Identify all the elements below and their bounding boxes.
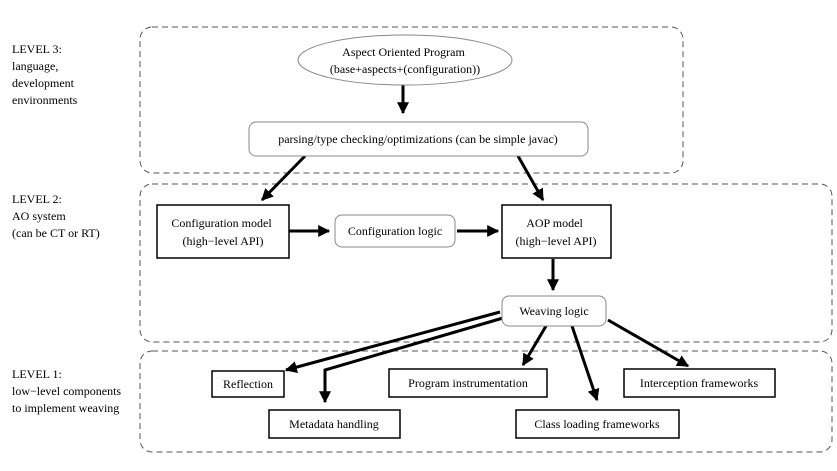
- interception-text: Interception frameworks: [640, 376, 759, 390]
- arrow-weaving-to-metadata: [319, 316, 504, 404]
- config-model-node: [156, 204, 290, 259]
- level1-label: LEVEL 1: low−level components to impleme…: [12, 367, 124, 415]
- config-logic-node: [334, 214, 456, 248]
- weaving-logic-text: Weaving logic: [519, 304, 588, 318]
- program-instr-node: [388, 368, 548, 398]
- arrow-weaving-to-program-instr: [521, 325, 548, 367]
- config-model-text: Configuration model (high−level API): [171, 216, 274, 248]
- level2-label: LEVEL 2: AO system (can be CT or RT): [12, 192, 100, 240]
- level3-label: LEVEL 3: language, development environme…: [12, 42, 78, 107]
- class-loading-node: [515, 409, 680, 439]
- arrow-parsing-to-aop-model: [516, 155, 545, 202]
- arrow-weaving-to-interception: [607, 318, 690, 368]
- arrow-weaving-to-class-loading: [570, 325, 600, 402]
- metadata-text: Metadata handling: [289, 417, 379, 431]
- aop-model-node: [501, 204, 612, 259]
- level2-container: [139, 183, 833, 343]
- weaving-logic-node: [501, 295, 607, 327]
- parsing-text: parsing/type checking/optimizations (can…: [278, 132, 558, 146]
- interception-node: [623, 368, 776, 398]
- reflection-node: [211, 370, 285, 398]
- class-loading-text: Class loading frameworks: [534, 417, 660, 431]
- parsing-node: [248, 121, 589, 157]
- arrow-parsing-to-config-model: [260, 154, 307, 202]
- aspect-program-text: Aspect Oriented Program (base+aspects+(c…: [330, 45, 480, 76]
- arrow-weaving-to-reflection: [284, 310, 501, 373]
- reflection-text: Reflection: [223, 377, 273, 391]
- level1-container: [139, 350, 833, 453]
- aop-model-text: AOP model (high−level API): [515, 216, 596, 248]
- config-logic-text: Configuration logic: [348, 224, 442, 238]
- arrows: [260, 85, 690, 404]
- program-instr-text: Program instrumentation: [408, 376, 528, 390]
- aspect-program-node: [297, 34, 513, 86]
- metadata-node: [268, 409, 401, 439]
